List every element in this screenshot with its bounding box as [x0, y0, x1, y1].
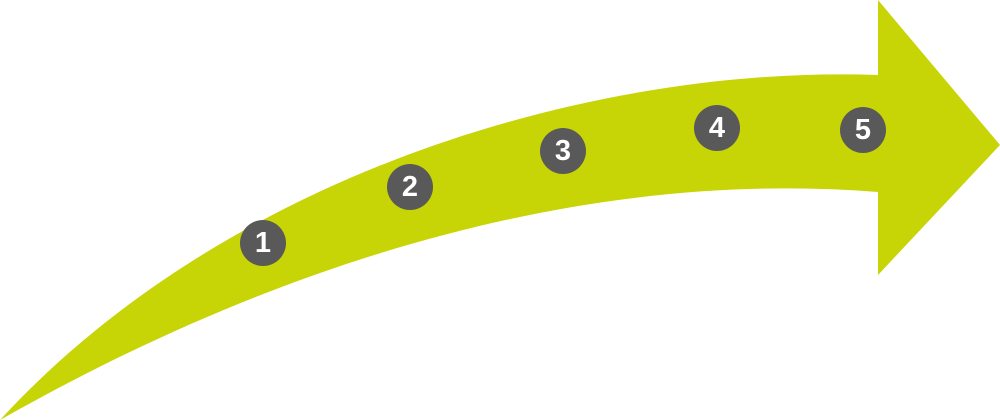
step-badge-circle — [387, 164, 433, 210]
step-badge-circle — [694, 105, 740, 151]
step-badge-4: 4 — [694, 105, 740, 151]
step-badge-circle — [840, 107, 886, 153]
step-number-2: 2 — [402, 171, 418, 203]
step-badge-5: 5 — [840, 107, 886, 153]
step-number-3: 3 — [555, 135, 571, 167]
step-number-4: 4 — [709, 112, 725, 144]
step-badge-2: 2 — [387, 164, 433, 210]
step-badge-3: 3 — [540, 128, 586, 174]
step-badge-1: 1 — [240, 220, 286, 266]
step-number-1: 1 — [255, 227, 271, 259]
step-badge-circle — [240, 220, 286, 266]
step-number-5: 5 — [855, 114, 871, 146]
step-badge-circle — [540, 128, 586, 174]
